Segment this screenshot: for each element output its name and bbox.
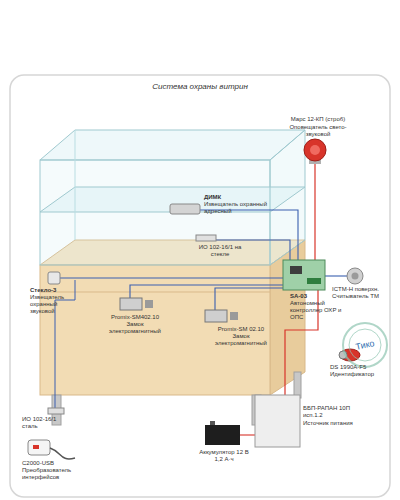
siren-lamp — [310, 145, 320, 155]
component-label: Извещатель охранный звуковой — [30, 294, 80, 315]
siren-symbol — [304, 139, 326, 161]
usb-cable — [50, 448, 75, 459]
battery-terminal — [210, 421, 215, 425]
chip — [290, 266, 302, 274]
battery-symbol — [205, 425, 240, 445]
stamp-ring — [343, 323, 387, 367]
acoustic-sensor — [48, 272, 60, 284]
power-wire — [285, 290, 318, 400]
lock-wire — [130, 285, 285, 300]
lock-plate — [230, 312, 238, 320]
steel-sensor — [48, 408, 64, 414]
sensor-wire — [55, 277, 285, 278]
component-label: Источник питания — [303, 420, 353, 427]
component-label: ИО 102-16/1 на стекле — [190, 244, 250, 258]
glass-edge — [75, 130, 76, 240]
reader-contact — [352, 273, 359, 280]
siren-wire — [314, 162, 315, 262]
terminal — [307, 278, 321, 284]
component-label: ИО 102-16/1 сталь — [22, 416, 72, 430]
usb-converter — [28, 440, 50, 455]
component-label: SA-03 — [290, 293, 330, 300]
component-label: Автономный контроллер ОХР и ОПС — [290, 300, 350, 321]
component-label: Марс 12-КП (строб) — [278, 116, 358, 123]
panel-frame — [10, 75, 390, 497]
component-label: Стекло-3 — [30, 287, 75, 294]
power-supply — [255, 395, 300, 447]
sensor-device — [170, 204, 200, 214]
lock-device — [120, 298, 142, 310]
component-label: DS 1990A-F5 Идентификатор — [330, 364, 382, 378]
component-label: С2000-USB Преобразователь интерфейсов — [22, 460, 84, 481]
glass-sensor — [196, 235, 216, 241]
lock-device — [205, 310, 227, 322]
usb-led — [33, 445, 39, 449]
component-label: ICTM-H поверхн. Считыватель ТМ — [332, 286, 384, 300]
reader-symbol — [347, 268, 363, 284]
component-label: ДИМК — [204, 194, 244, 201]
leg — [294, 372, 301, 398]
component-label: Promix-SM 02.10 Замок электромагнитный — [210, 326, 272, 347]
diagram-title: Система охраны витрин — [100, 82, 300, 91]
component-label: Аккумулятор 12 В 1,2 А·ч — [196, 449, 252, 463]
component-label: Извещатель охранный адресный — [204, 201, 274, 215]
reader-wire — [325, 275, 348, 276]
lock-wire — [215, 288, 286, 310]
component-label: Оповещатель свето-звуковой — [278, 124, 358, 138]
controller-board — [283, 260, 325, 290]
glass-top — [40, 130, 305, 160]
lock-plate — [145, 300, 153, 308]
component-label: Promix-SM402.10 Замок электромагнитный — [105, 314, 165, 335]
component-label: ББП-РАПАН 10П исп.1.2 — [303, 405, 353, 419]
